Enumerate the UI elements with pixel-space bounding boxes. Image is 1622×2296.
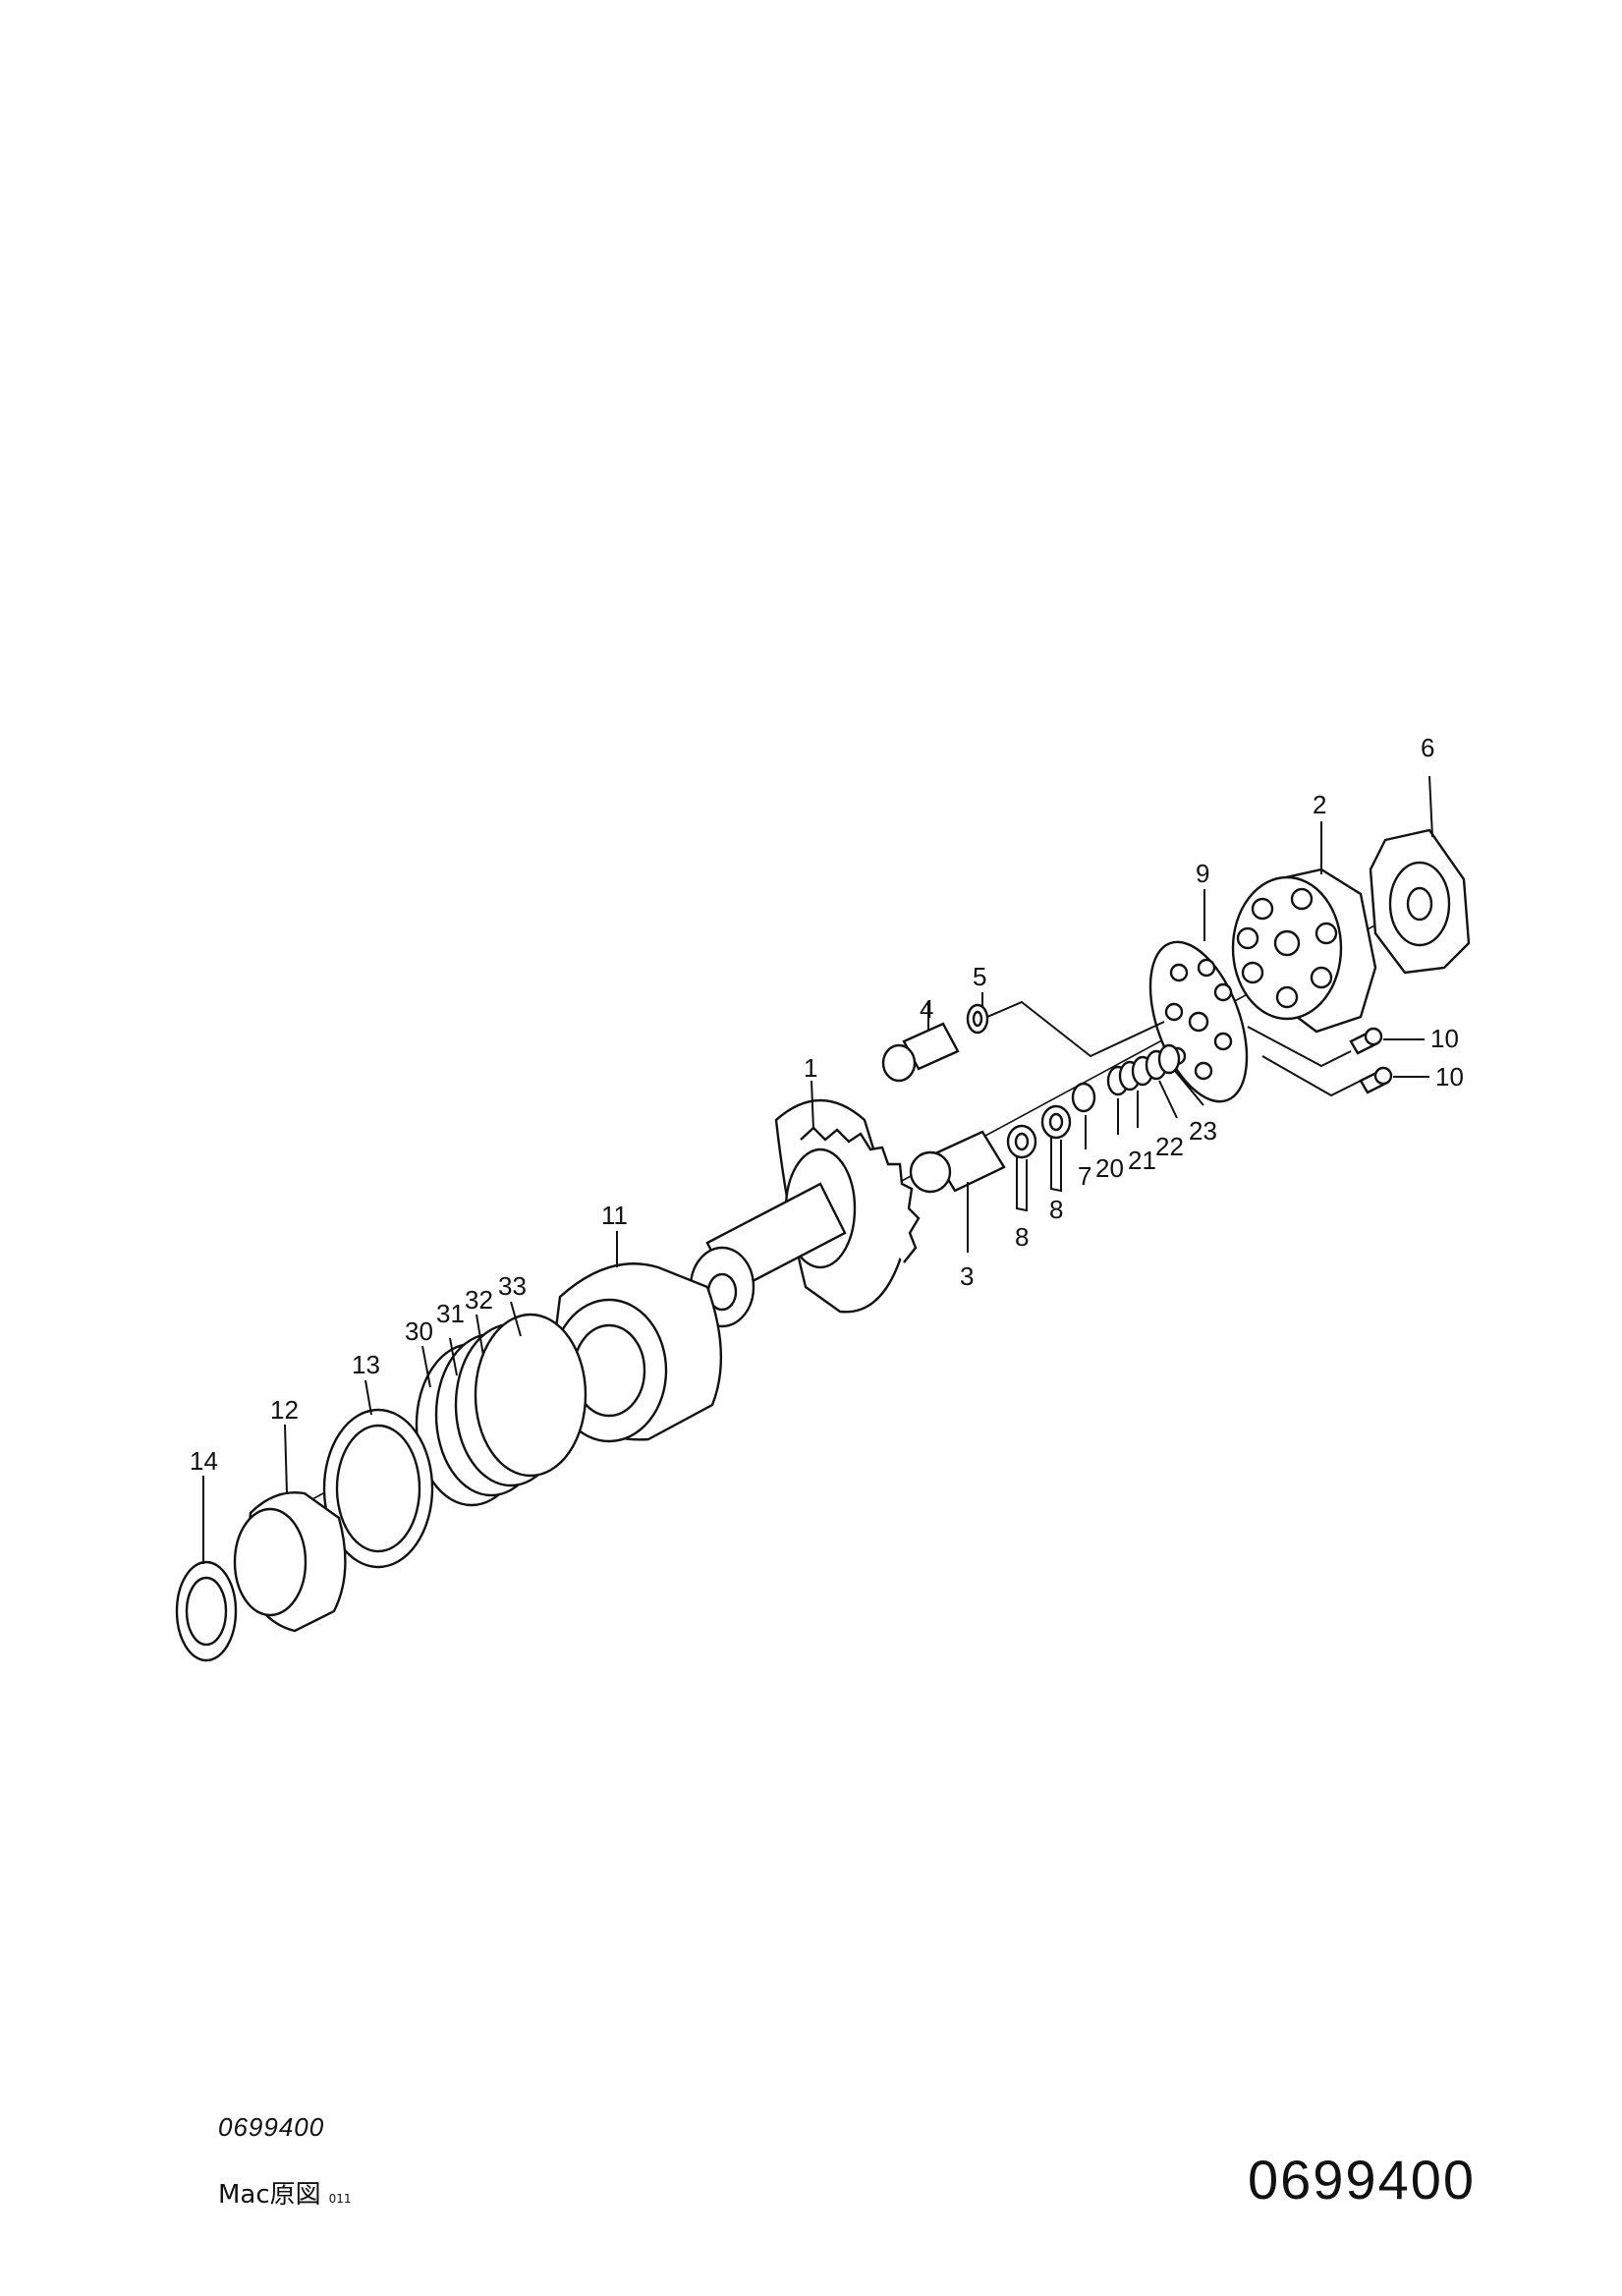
label-part-8b: 8 xyxy=(1049,1195,1063,1224)
part-2-cylinder-block xyxy=(1231,821,1377,1034)
drawing-code-large: 0699400 xyxy=(1248,2149,1477,2211)
label-part-4: 4 xyxy=(920,994,933,1024)
label-part-31: 31 xyxy=(436,1299,465,1328)
part-number-labels: 6 2 9 5 4 10 10 1 23 22 21 20 7 8 8 3 11… xyxy=(190,733,1464,1476)
label-part-14: 14 xyxy=(190,1446,218,1476)
mac-original-label: Mac原図 011 xyxy=(218,2174,352,2211)
part-8-shoes xyxy=(1006,1104,1072,1212)
parts-30-33-springs xyxy=(415,1301,587,1507)
label-part-1: 1 xyxy=(804,1053,817,1083)
label-part-21: 21 xyxy=(1128,1146,1156,1175)
parts-7-20-23-springs xyxy=(1071,1043,1204,1149)
part-1-drive-shaft-gear xyxy=(689,1080,921,1328)
label-part-30: 30 xyxy=(405,1316,433,1346)
label-part-11: 11 xyxy=(601,1201,628,1230)
part-13-ring xyxy=(322,1379,434,1569)
label-part-22: 22 xyxy=(1155,1132,1184,1161)
label-part-10b: 10 xyxy=(1435,1062,1464,1092)
drawing-code-italic: 0699400 xyxy=(218,2112,325,2142)
label-part-3: 3 xyxy=(960,1261,974,1291)
part-4-piston xyxy=(881,1002,960,1083)
label-part-12: 12 xyxy=(270,1395,299,1425)
label-part-13: 13 xyxy=(352,1350,380,1379)
label-part-33: 33 xyxy=(498,1271,527,1301)
part-6-end-cover xyxy=(1369,775,1471,975)
label-part-5: 5 xyxy=(973,962,986,991)
label-part-32: 32 xyxy=(465,1285,493,1315)
label-part-8a: 8 xyxy=(1015,1222,1029,1252)
label-part-20: 20 xyxy=(1095,1153,1124,1183)
label-part-6: 6 xyxy=(1421,733,1434,762)
part-5-ring xyxy=(966,992,1165,1058)
label-part-9: 9 xyxy=(1196,859,1209,888)
label-part-2: 2 xyxy=(1313,790,1326,819)
label-part-23: 23 xyxy=(1189,1116,1217,1146)
part-11-bearing xyxy=(548,1231,723,1443)
mac-label-text: Mac原図 xyxy=(218,2180,321,2210)
part-12-bearing-race xyxy=(233,1424,347,1633)
part-3-piston xyxy=(909,1130,1006,1253)
label-part-10a: 10 xyxy=(1430,1024,1459,1053)
part-10-bolts xyxy=(1247,1026,1429,1097)
mac-label-sub: 011 xyxy=(328,2192,352,2206)
label-part-7: 7 xyxy=(1078,1161,1091,1191)
part-14-lock-nut xyxy=(175,1476,238,1662)
